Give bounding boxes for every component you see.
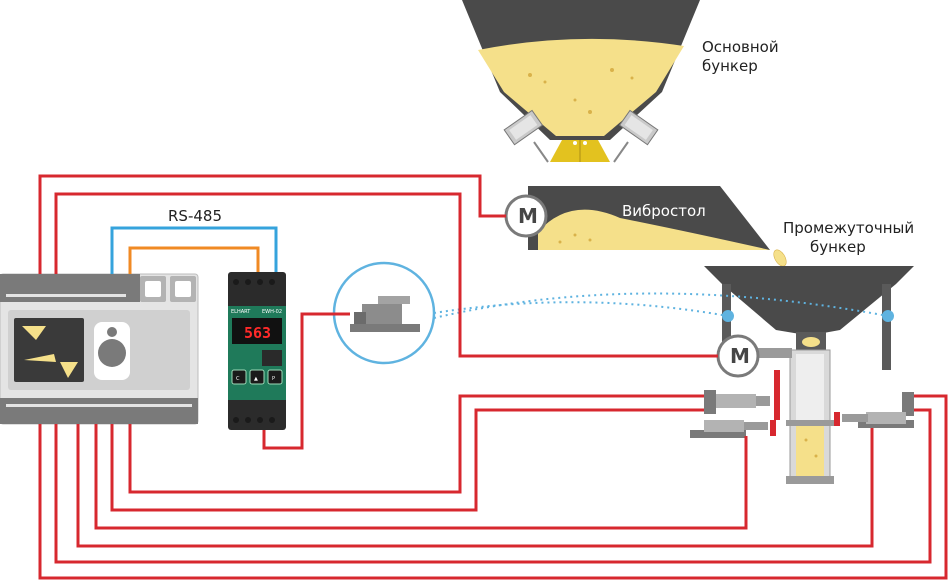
weight-controller xyxy=(228,272,286,430)
valve-motor-letter: M xyxy=(730,344,750,368)
main-hopper-label-1: Основной xyxy=(702,38,779,56)
controller-button-p: P xyxy=(272,376,275,382)
controller-brand: ELHART xyxy=(231,309,251,315)
sensor-point-right xyxy=(882,310,894,322)
vibrating-table xyxy=(528,186,770,250)
main-hopper xyxy=(462,0,700,163)
intermediate-hopper xyxy=(704,266,914,370)
rs485-label: RS-485 xyxy=(168,207,222,225)
vibrator-motor-letter: M xyxy=(518,204,538,228)
controller-display-value: 563 xyxy=(244,324,271,342)
intermediate-hopper-label-2: бункер xyxy=(810,238,866,256)
gate-actuator-upper xyxy=(704,370,780,420)
controller-button-c: C xyxy=(236,376,240,382)
intermediate-hopper-label-1: Промежуточный xyxy=(783,219,914,237)
load-cell-detail xyxy=(332,261,436,365)
gate-actuator-right xyxy=(834,392,914,428)
controller-model: EWH-02 xyxy=(262,309,282,315)
signal-wires xyxy=(38,174,948,580)
weighing-tube xyxy=(786,349,834,484)
vibrating-table-label: Вибростол xyxy=(622,202,706,220)
rs485-link xyxy=(110,226,278,274)
controller-button-up: ▲ xyxy=(254,376,258,382)
gate-actuator-lower xyxy=(690,420,776,438)
sensor-link-1 xyxy=(433,301,729,317)
main-hopper-label-2: бункер xyxy=(702,57,758,75)
plc-unit xyxy=(0,273,199,425)
sensor-point-left xyxy=(722,310,734,322)
